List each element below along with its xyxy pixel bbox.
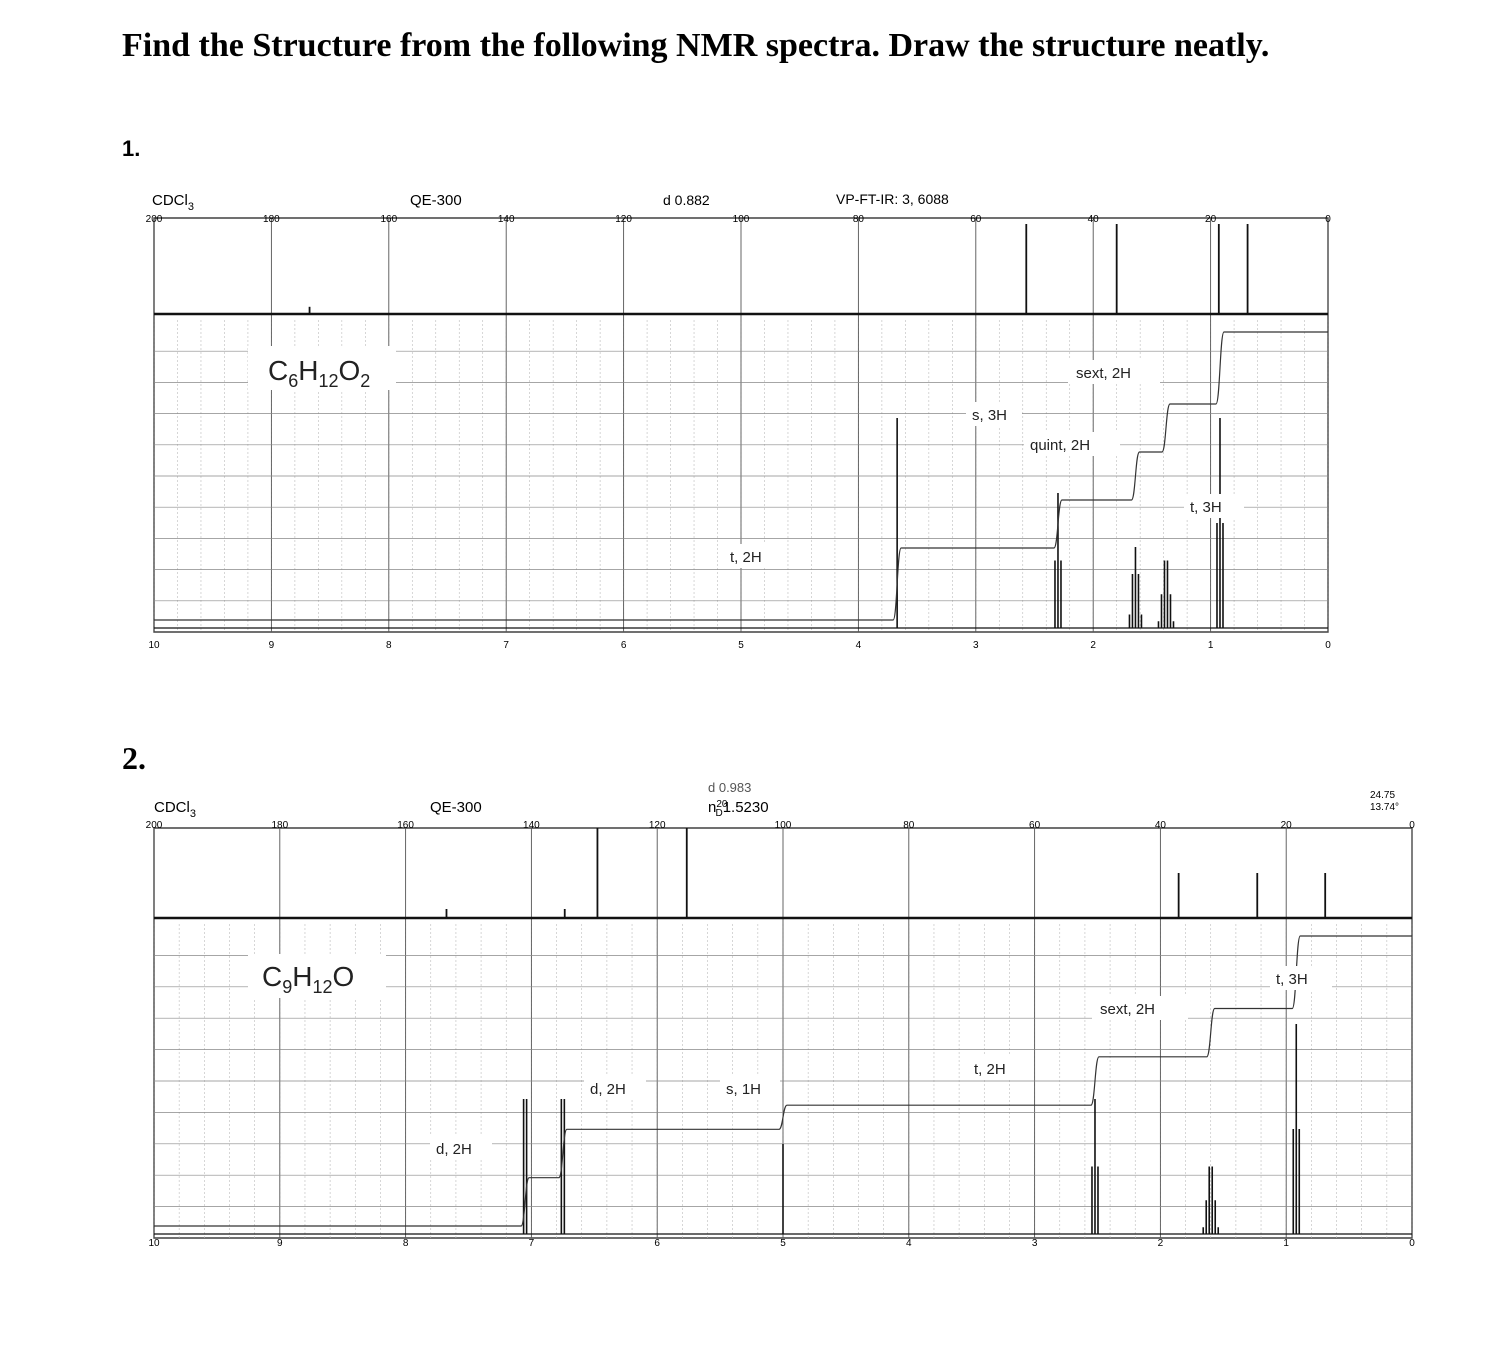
c13-tick-label: 180: [271, 820, 288, 831]
signal-label: s, 1H: [726, 1081, 761, 1098]
h1-tick-label: 6: [621, 640, 627, 651]
c13-tick-label: 140: [498, 214, 515, 225]
c13-tick-label: 200: [146, 214, 163, 225]
signal-label: t, 3H: [1190, 499, 1222, 516]
h1-tick-label: 1: [1208, 640, 1214, 651]
h1-tick-label: 2: [1090, 640, 1096, 651]
c13-tick-label: 120: [615, 214, 632, 225]
signal-label: s, 3H: [972, 407, 1007, 424]
h1-tick-label: 8: [403, 1238, 409, 1249]
h1-tick-label: 5: [738, 640, 744, 651]
problem-number-2: 2.: [122, 740, 146, 776]
h1-tick-label: 7: [503, 640, 509, 651]
c13-tick-label: 20: [1205, 214, 1217, 225]
c13-tick-label: 0: [1325, 214, 1331, 225]
ir-reference-label: VP-FT-IR: 3, 6088: [836, 191, 949, 207]
c13-tick-label: 160: [397, 820, 414, 831]
c13-tick-label: 20: [1281, 820, 1293, 831]
corner-value: 24.75: [1370, 790, 1395, 801]
c13-tick-label: 40: [1155, 820, 1167, 831]
c13-tick-label: 100: [775, 820, 792, 831]
signal-label: t, 3H: [1276, 971, 1308, 988]
integration-trace: [154, 331, 1328, 621]
c13-tick-label: 140: [523, 820, 540, 831]
c13-tick-label: 60: [1029, 820, 1041, 831]
signal-label: d, 2H: [436, 1141, 472, 1158]
molecular-formula: C6H12O2: [268, 355, 370, 391]
c13-spectrum: [154, 828, 1412, 920]
signal-label: sext, 2H: [1100, 1001, 1155, 1018]
signal-labels: sext, 2H s, 3H quint, 2H t, 3H t, 2H: [724, 360, 1244, 568]
instrument-label: QE-300: [410, 192, 462, 209]
h1-tick-label: 10: [148, 1238, 160, 1249]
molecular-formula: C9H12O: [262, 961, 354, 997]
c13-tick-label: 160: [380, 214, 397, 225]
density-label: d 0.983: [708, 780, 751, 795]
h1-tick-label: 9: [277, 1238, 283, 1249]
c13-spectrum: [154, 224, 1328, 316]
h1-spectrum: [154, 1024, 1412, 1235]
h1-tick-label: 5: [780, 1238, 786, 1249]
c13-tick-label: 0: [1409, 820, 1415, 831]
h1-tick-label: 7: [529, 1238, 535, 1249]
h1-tick-label: 3: [973, 640, 979, 651]
solvent-label: CDCl3: [154, 799, 196, 820]
h1-tick-label: 3: [1032, 1238, 1038, 1249]
h1-spectrum: [154, 418, 1328, 629]
c13-tick-label: 180: [263, 214, 280, 225]
c13-tick-label: 100: [733, 214, 750, 225]
integration-trace: [154, 935, 1412, 1227]
corner-value: 13.74°: [1370, 802, 1399, 813]
signal-label: t, 2H: [974, 1061, 1006, 1078]
density-label: d 0.882: [663, 192, 710, 208]
integration-curve: [154, 935, 1412, 1227]
h1-tick-label: 4: [856, 640, 862, 651]
signal-labels: t, 3H sext, 2H t, 2H d, 2H s, 1H d, 2H: [430, 966, 1332, 1160]
question-title: Find the Structure from the following NM…: [122, 27, 1270, 64]
h1-tick-label: 4: [906, 1238, 912, 1249]
c13-tick-label: 60: [970, 214, 982, 225]
h1-tick-label: 8: [386, 640, 392, 651]
signal-label: d, 2H: [590, 1081, 626, 1098]
c13-tick-label: 200: [146, 820, 163, 831]
h1-tick-label: 6: [654, 1238, 660, 1249]
solvent-label: CDCl3: [152, 192, 194, 213]
c13-tick-label: 80: [903, 820, 915, 831]
h1-tick-label: 2: [1158, 1238, 1164, 1249]
signal-label: sext, 2H: [1076, 365, 1131, 382]
h1-tick-label: 0: [1325, 640, 1331, 651]
problem-number-1: 1.: [122, 136, 141, 161]
h1-tick-label: 0: [1409, 1238, 1415, 1249]
c13-tick-label: 80: [853, 214, 865, 225]
signal-label: t, 2H: [730, 549, 762, 566]
spectrum-grid: [153, 217, 1329, 633]
c13-tick-label: 40: [1088, 214, 1100, 225]
c13-tick-label: 120: [649, 820, 666, 831]
h1-tick-label: 10: [148, 640, 160, 651]
signal-label: quint, 2H: [1030, 437, 1090, 454]
integration-curve: [154, 331, 1328, 621]
h1-tick-label: 1: [1283, 1238, 1289, 1249]
instrument-label: QE-300: [430, 799, 482, 816]
h1-tick-label: 9: [269, 640, 275, 651]
